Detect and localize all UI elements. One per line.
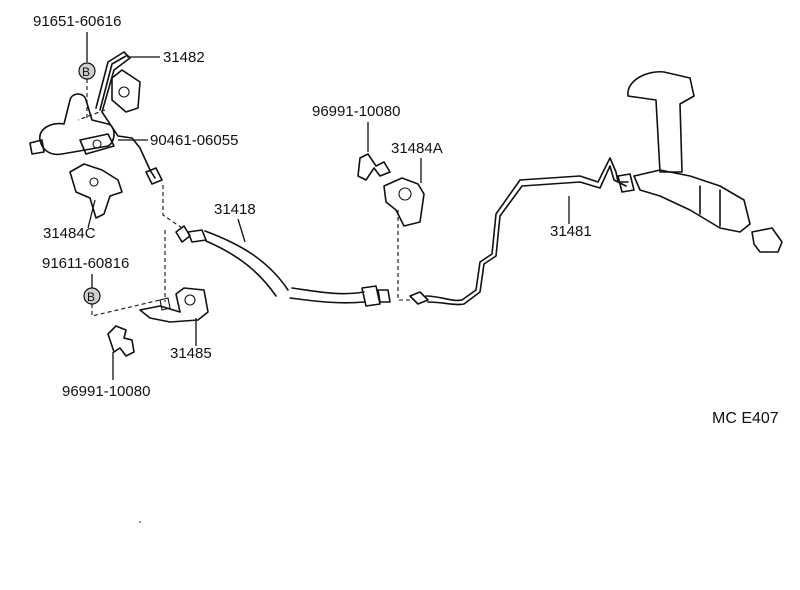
label-90461-06055: 90461-06055 xyxy=(150,132,238,149)
label-96991-10080-top: 96991-10080 xyxy=(312,103,400,120)
diagram-code: MC E407 xyxy=(712,410,779,427)
label-31484a: 31484A xyxy=(391,140,443,157)
label-31484c: 31484C xyxy=(43,225,96,242)
label-96991-10080-bottom: 96991-10080 xyxy=(62,383,150,400)
label-31485: 31485 xyxy=(170,345,212,362)
clip-96991-bottom xyxy=(107,325,135,357)
svg-text:B: B xyxy=(82,65,90,79)
label-91611-60816: 91611-60816 xyxy=(42,255,129,272)
pipe-end-fitting-left xyxy=(145,167,163,185)
bolt-mark-lower-icon: B xyxy=(83,287,101,305)
pipe-31481 xyxy=(409,157,629,306)
label-91651-60616: 91651-60616 xyxy=(33,13,121,30)
label-31482: 31482 xyxy=(163,49,205,66)
stray-dot xyxy=(139,521,141,523)
label-31481: 31481 xyxy=(550,223,592,240)
bracket-31484a xyxy=(383,177,425,227)
clip-96991-top xyxy=(357,153,391,181)
leader-lines xyxy=(86,32,570,380)
release-cylinder-right xyxy=(617,71,783,253)
assembly-dashed-lines xyxy=(77,79,410,317)
svg-text:B: B xyxy=(87,290,95,304)
master-cylinder-left xyxy=(29,69,141,156)
pipe-31482 xyxy=(95,51,156,179)
union-fitting-90461 xyxy=(79,133,115,155)
label-31418: 31418 xyxy=(214,201,256,218)
bolt-mark-upper-icon: B xyxy=(78,62,96,80)
flexible-hose-31418 xyxy=(175,225,391,307)
bracket-31485 xyxy=(139,287,209,323)
bracket-31484c xyxy=(69,163,123,219)
